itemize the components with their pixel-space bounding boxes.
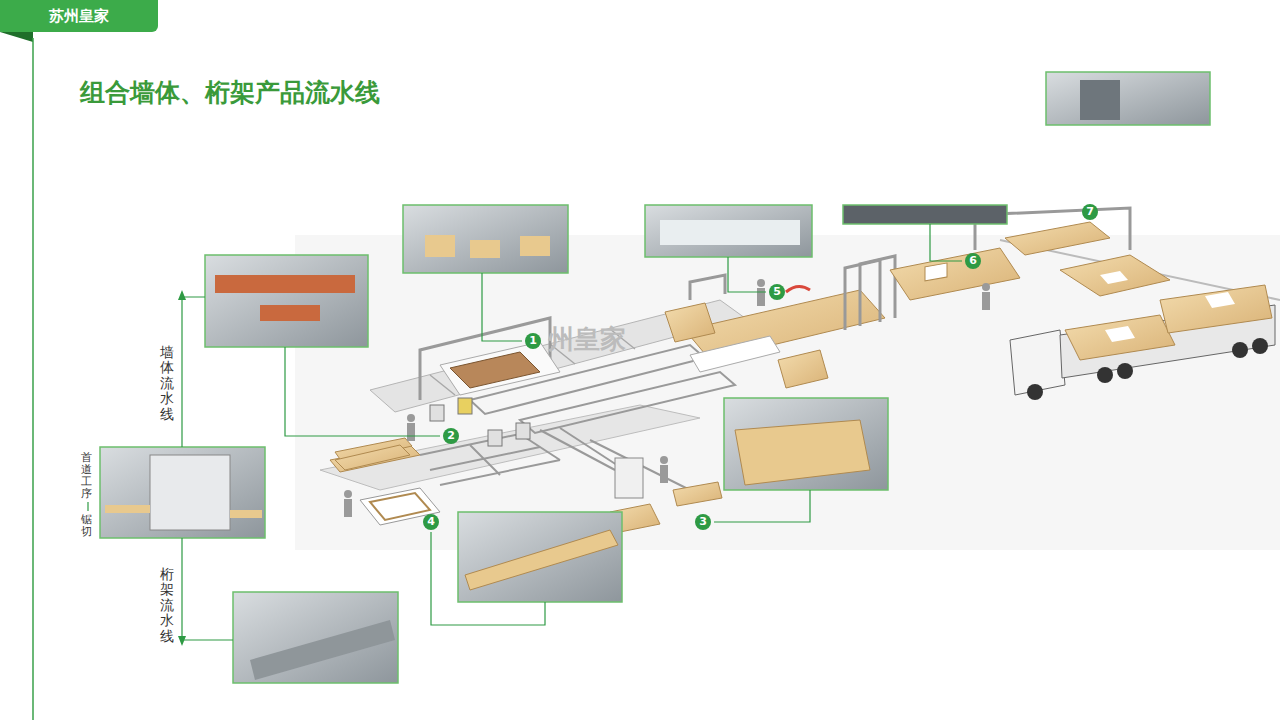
callout-number: 7 <box>1082 204 1098 220</box>
callout-number: 4 <box>423 514 439 530</box>
process-label: 锯切 <box>81 514 92 538</box>
brand-tab: 苏州皇家 <box>0 0 158 32</box>
watermark: 州皇家 <box>548 322 626 357</box>
callout-number: 2 <box>443 428 459 444</box>
callout-number: 6 <box>965 253 981 269</box>
callout-number: 1 <box>525 333 541 349</box>
callout-number: 3 <box>695 514 711 530</box>
line-label: 桁架流水线 <box>160 567 174 644</box>
process-label: 首道工序 <box>81 452 92 500</box>
slide-title: 组合墙体、桁架产品流水线 <box>80 76 380 109</box>
line-label: 墙体流水线 <box>160 345 174 422</box>
tab-text: 苏州皇家 <box>49 7 109 26</box>
callout-number: 5 <box>769 284 785 300</box>
